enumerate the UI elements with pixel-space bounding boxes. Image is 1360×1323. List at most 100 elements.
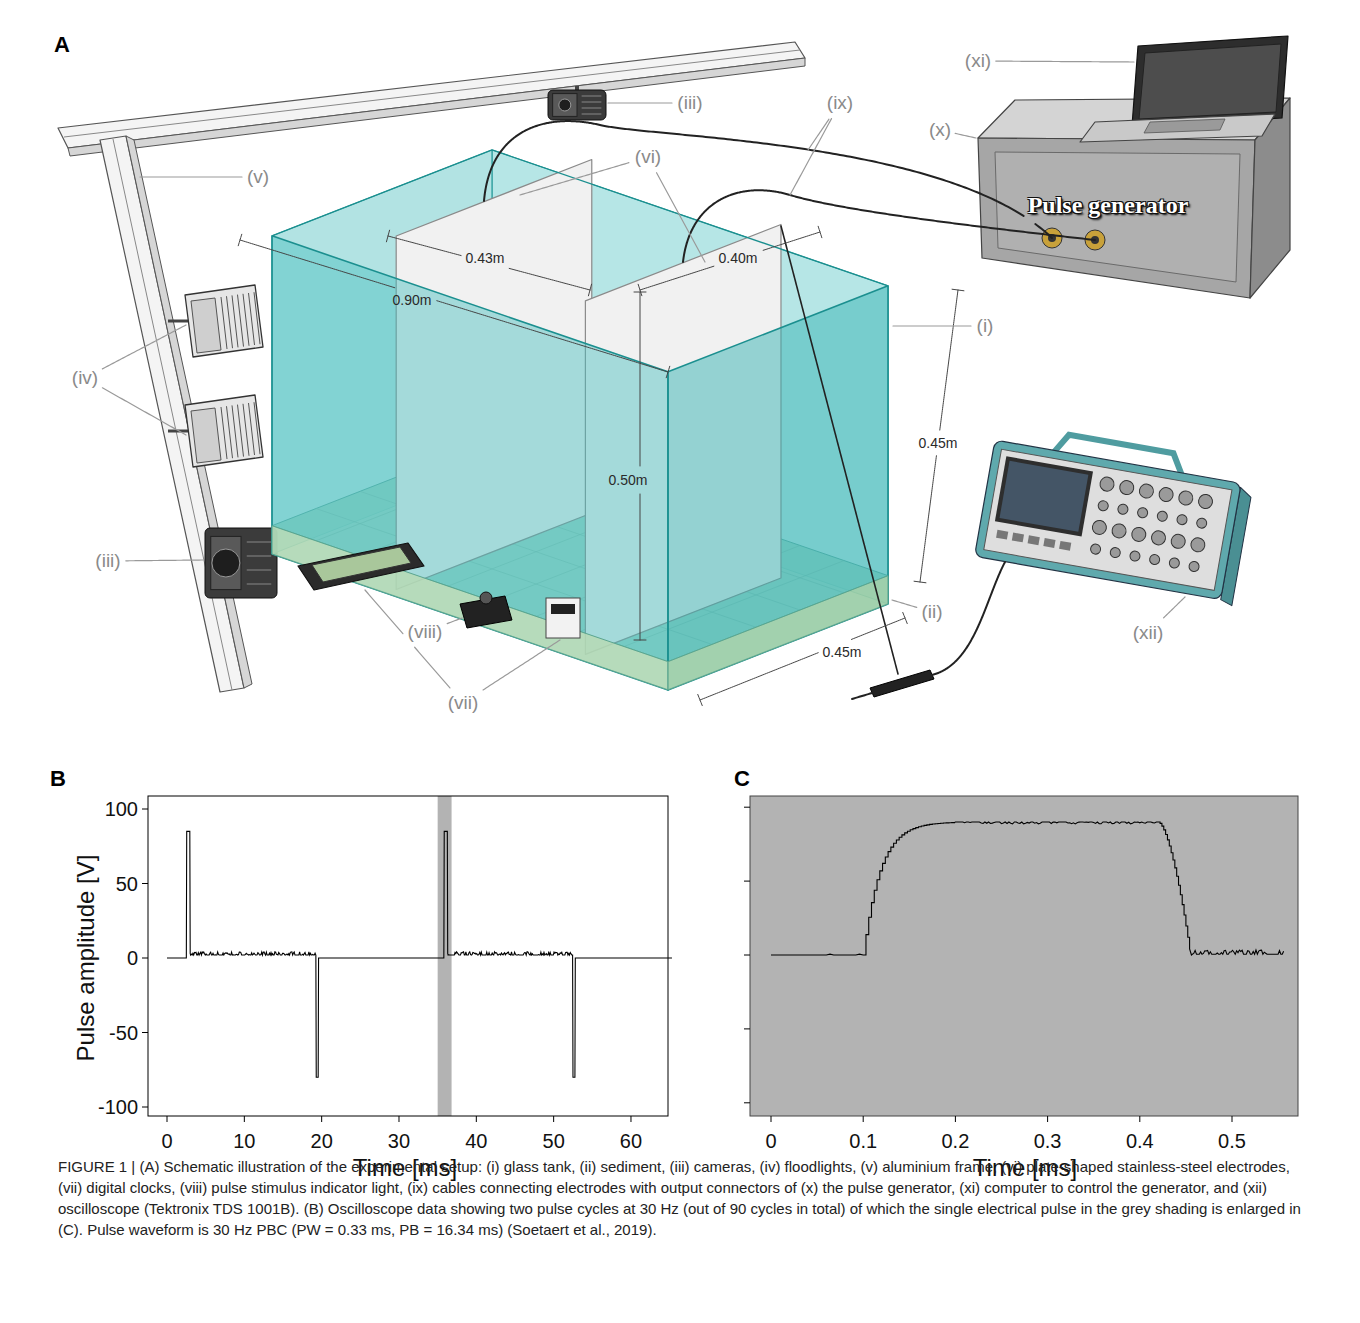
- oscilloscope-knob: [1196, 517, 1208, 529]
- tick-label: 30: [388, 1130, 410, 1153]
- dimension-tick: [238, 234, 242, 245]
- tick-label: 100: [105, 798, 138, 821]
- pulse-signal: [167, 831, 672, 1077]
- camera-grille: [582, 96, 602, 97]
- axis-tick: [863, 1116, 864, 1122]
- floodlight: [168, 395, 263, 467]
- tick-label: 0: [161, 1130, 172, 1153]
- dimension-line: [940, 290, 958, 430]
- oscilloscope-panel: [984, 449, 1232, 590]
- oscilloscope-knob: [1111, 523, 1127, 539]
- laptop: [1080, 36, 1288, 142]
- callout-number: (vii): [448, 692, 479, 714]
- leader-line: [415, 647, 450, 688]
- leader-line: [447, 618, 462, 624]
- camera-grille: [582, 102, 602, 103]
- dimension-line: [388, 236, 461, 256]
- oscilloscope-knob: [1157, 510, 1169, 522]
- dimension-tick: [386, 230, 389, 242]
- camera-grille: [247, 570, 271, 571]
- camera-lens: [559, 99, 571, 111]
- tick-label: 0: [765, 1130, 776, 1153]
- dimension-line: [509, 268, 590, 290]
- dimension-line: [763, 232, 820, 250]
- tick-label: 40: [465, 1130, 487, 1153]
- axis-tick: [476, 1116, 477, 1122]
- oscilloscope-knob: [1158, 486, 1174, 502]
- camera-body: [205, 528, 277, 598]
- tick-label: 10: [233, 1130, 255, 1153]
- tick-label: 0.1: [849, 1130, 877, 1153]
- callout-number: (iv): [72, 367, 98, 389]
- leader-line: [996, 61, 1134, 63]
- panel-letter: A: [54, 32, 70, 57]
- oscilloscope-button: [1043, 538, 1055, 548]
- leader-line: [365, 590, 403, 634]
- oscilloscope-button: [1028, 535, 1040, 545]
- leader-line: [892, 600, 917, 607]
- axis-tick: [142, 1107, 148, 1108]
- pulse-signal-zoom: [771, 822, 1284, 955]
- floodlight-fin: [254, 402, 260, 454]
- tank-front-wall: [272, 236, 668, 690]
- callout-number: (xii): [1133, 622, 1164, 644]
- probe-cable: [932, 562, 1005, 675]
- clock-display: [312, 547, 411, 582]
- laptop-screen: [1132, 36, 1288, 126]
- panel-letter: C: [734, 766, 750, 791]
- leader-line: [893, 325, 971, 326]
- floodlight-body: [185, 395, 263, 467]
- floodlight-fin: [232, 295, 238, 347]
- dimension-tick: [634, 640, 646, 641]
- generator-bevel: [995, 152, 1240, 282]
- dimension-line: [920, 456, 936, 582]
- oscilloscope: [974, 422, 1256, 605]
- generator-front: [978, 138, 1255, 298]
- oscilloscope-knob: [1149, 554, 1161, 566]
- leader-line: [790, 119, 832, 195]
- oscilloscope-knob: [1097, 500, 1109, 512]
- oscilloscope-probe: [870, 670, 934, 697]
- floodlight: [168, 285, 263, 357]
- callout-number: (vi): [635, 146, 661, 168]
- axis-tick: [142, 883, 148, 884]
- figure-caption: FIGURE 1 | (A) Schematic illustration of…: [58, 1156, 1303, 1240]
- axis-tick: [955, 1116, 956, 1122]
- callout-number: (viii): [408, 621, 443, 643]
- oscilloscope-knob: [1109, 547, 1121, 559]
- callout-number: (v): [247, 166, 269, 188]
- frame-groove: [113, 139, 232, 690]
- dimension-label: 0.50m: [609, 472, 648, 488]
- floodlight-fin: [238, 405, 244, 457]
- callout-number: (x): [929, 119, 951, 141]
- clock-small-display: [551, 604, 575, 614]
- floodlight-fin: [227, 296, 233, 348]
- dimension-tick: [588, 284, 591, 296]
- oscilloscope-knob: [1131, 526, 1147, 542]
- floodlight-fin: [243, 404, 249, 456]
- leader-line: [126, 559, 203, 561]
- dimension-line: [700, 653, 818, 700]
- tick-label: 60: [620, 1130, 642, 1153]
- tank-right-wall: [668, 286, 888, 690]
- frame-groove: [64, 50, 800, 137]
- leader-line: [608, 102, 672, 103]
- dimension-tick: [666, 366, 670, 377]
- probe-tip: [852, 693, 872, 699]
- callout-number: (iii): [95, 550, 120, 572]
- leader-line: [520, 163, 629, 195]
- floodlight-fin: [249, 293, 255, 345]
- laptop-keyboard: [1144, 119, 1225, 133]
- oscilloscope-knob: [1117, 503, 1129, 515]
- tank-rim: [272, 150, 492, 236]
- camera-grille: [247, 542, 271, 543]
- oscilloscope-body: [975, 440, 1242, 600]
- floodlight-fin: [254, 292, 260, 344]
- axis-tick: [744, 881, 750, 882]
- oscilloscope-knob: [1137, 507, 1149, 519]
- glass-tank: [272, 150, 888, 690]
- dimension-label: 0.43m: [466, 250, 505, 266]
- digital-clock-large: [298, 543, 424, 590]
- axis-tick: [744, 807, 750, 808]
